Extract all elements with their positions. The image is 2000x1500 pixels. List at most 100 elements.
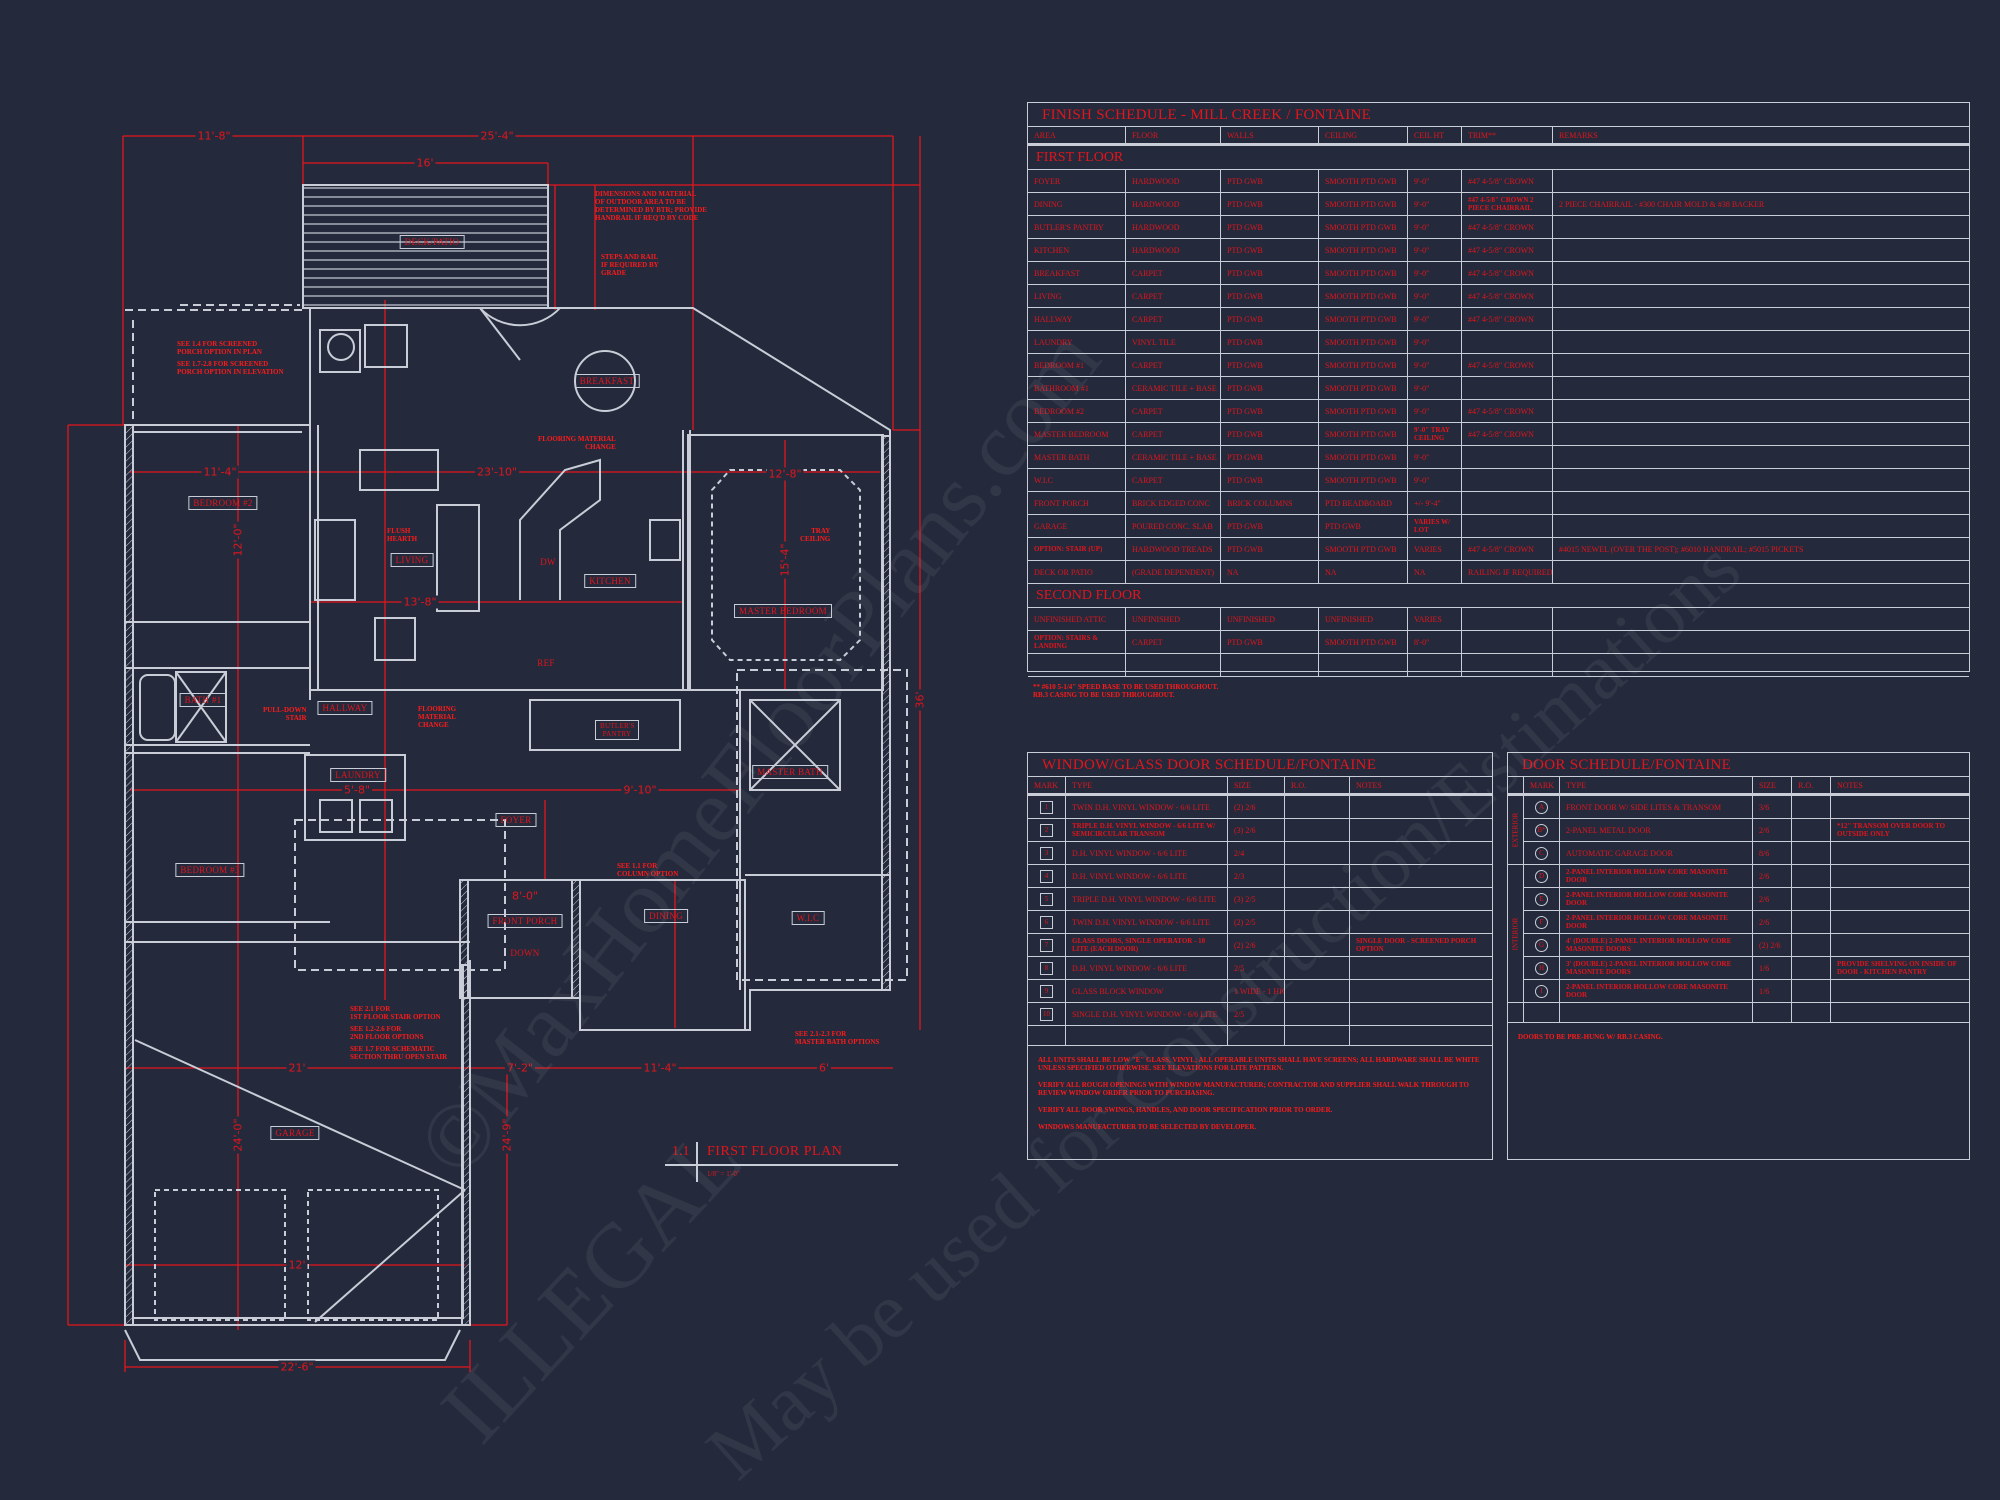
table-cell: #47 4-5/8" CROWN xyxy=(1462,400,1553,422)
finish-schedule: FINISH SCHEDULE - MILL CREEK / FONTAINE … xyxy=(1027,102,1970,677)
table-cell: PTD GWB xyxy=(1221,239,1319,261)
dimension-label: 22'-6" xyxy=(278,1360,316,1374)
room-label: GARAGE xyxy=(270,1126,320,1140)
table-cell: RAILING IF REQUIRED xyxy=(1462,561,1553,583)
table-cell: BRICK EDGED CONC xyxy=(1126,492,1221,514)
table-cell: PTD GWB xyxy=(1221,170,1319,192)
table-cell xyxy=(1831,1003,1967,1022)
room-label: HALLWAY xyxy=(317,701,373,715)
window-mark: 8 xyxy=(1040,961,1053,975)
table-cell xyxy=(1553,561,1967,583)
dimension-label: 7'-2" xyxy=(504,1061,536,1075)
mark-cell: E xyxy=(1524,888,1560,910)
table-cell: SMOOTH PTD GWB xyxy=(1319,216,1408,238)
plan-title-rule xyxy=(665,1142,898,1182)
table-cell: SMOOTH PTD GWB xyxy=(1319,170,1408,192)
column-header: AREA xyxy=(1028,127,1126,143)
table-cell: TRIPLE D.H. VINYL WINDOW - 6/6 LITE W/ S… xyxy=(1066,819,1228,841)
finish-schedule-title: FINISH SCHEDULE - MILL CREEK / FONTAINE xyxy=(1028,103,1969,127)
column-header: R.O. xyxy=(1792,777,1831,793)
table-cell: VARIES xyxy=(1408,538,1462,560)
table-cell: SMOOTH PTD GWB xyxy=(1319,262,1408,284)
mark-cell: I xyxy=(1524,980,1560,1002)
table-cell xyxy=(1831,865,1967,887)
room-label: BEDROOM #3 xyxy=(175,863,245,877)
table-cell xyxy=(1285,934,1350,956)
mark-cell: H xyxy=(1524,957,1560,979)
table-cell: OPTION: STAIRS & LANDING xyxy=(1028,631,1126,653)
door-note: DOORS TO BE PRE-HUNG W/ RB.3 CASING. xyxy=(1518,1033,1663,1041)
table-row xyxy=(1508,1003,1969,1023)
table-cell: 2/6 xyxy=(1753,911,1792,933)
table-cell: PTD GWB xyxy=(1221,423,1319,445)
table-cell xyxy=(1553,170,1967,192)
table-cell: (GRADE DEPENDENT) xyxy=(1126,561,1221,583)
column-header: MARK xyxy=(1028,777,1066,793)
table-cell: VINYL TILE xyxy=(1126,331,1221,353)
table-cell: 9'-0" xyxy=(1408,469,1462,491)
table-cell: 9'-0" xyxy=(1408,239,1462,261)
mark-cell: B* xyxy=(1524,819,1560,841)
room-label: DW xyxy=(540,557,556,567)
table-cell xyxy=(1553,239,1967,261)
dimension-label: 36' xyxy=(913,689,927,711)
column-header: NOTES xyxy=(1837,780,1863,790)
table-cell: HARDWOOD xyxy=(1126,239,1221,261)
table-cell: #47 4-5/8" CROWN xyxy=(1462,308,1553,330)
table-cell: BEDROOM #1 xyxy=(1028,354,1126,376)
column-header: CEILING xyxy=(1319,127,1408,143)
table-cell: CARPET xyxy=(1126,262,1221,284)
table-cell: (2) 2/6 xyxy=(1753,934,1792,956)
table-cell: CARPET xyxy=(1126,285,1221,307)
room-label: BEDROOM #2 xyxy=(188,496,258,510)
table-cell: #47 4-5/8" CROWN xyxy=(1462,354,1553,376)
table-cell: CARPET xyxy=(1126,631,1221,653)
table-cell xyxy=(1126,654,1221,676)
room-label: KITCHEN xyxy=(584,574,636,588)
table-cell xyxy=(1285,865,1350,887)
door-mark: B* xyxy=(1535,823,1548,837)
table-row xyxy=(1028,654,1969,677)
door-mark: G xyxy=(1535,938,1548,952)
table-cell: BATHROOM #1 xyxy=(1028,377,1126,399)
table-row xyxy=(1028,1026,1492,1046)
table-cell xyxy=(1524,1003,1560,1022)
dimension-label: 21' xyxy=(286,1061,308,1075)
mark-cell: F xyxy=(1524,911,1560,933)
annotation: FLOORING MATERIAL CHANGE xyxy=(418,705,457,729)
table-cell xyxy=(1285,957,1350,979)
table-cell: 2-PANEL INTERIOR HOLLOW CORE MASONITE DO… xyxy=(1560,865,1753,887)
table-cell: GLASS BLOCK WINDOW xyxy=(1066,980,1228,1002)
table-cell: SMOOTH PTD GWB xyxy=(1319,400,1408,422)
door-mark: I xyxy=(1535,984,1548,998)
column-header: TRIM** xyxy=(1462,127,1553,143)
annotation: SEE 1.4 FOR SCREENED PORCH OPTION IN PLA… xyxy=(177,340,262,356)
annotation: PULL-DOWN STAIR xyxy=(263,706,307,722)
column-header: REMARKS xyxy=(1559,130,1598,140)
table-cell: LIVING xyxy=(1028,285,1126,307)
table-cell xyxy=(1792,911,1831,933)
table-cell: 1/6 xyxy=(1753,957,1792,979)
window-note: VERIFY ALL DOOR SWINGS, HANDLES, AND DOO… xyxy=(1038,1106,1333,1114)
column-header: SIZE xyxy=(1228,777,1285,793)
table-cell xyxy=(1553,492,1967,514)
table-cell: HARDWOOD xyxy=(1126,193,1221,215)
table-cell: 9'-0" xyxy=(1408,354,1462,376)
table-cell: CERAMIC TILE + BASE xyxy=(1126,377,1221,399)
table-cell: 2/3 xyxy=(1228,865,1285,887)
section-heading: FIRST FLOOR xyxy=(1028,146,1969,170)
dimension-label: 13'-8" xyxy=(401,595,439,609)
window-mark: 5 xyxy=(1040,892,1053,906)
annotation: FLOORING MATERIAL CHANGE xyxy=(538,435,616,451)
table-cell xyxy=(1408,654,1462,676)
table-cell: MASTER BEDROOM xyxy=(1028,423,1126,445)
